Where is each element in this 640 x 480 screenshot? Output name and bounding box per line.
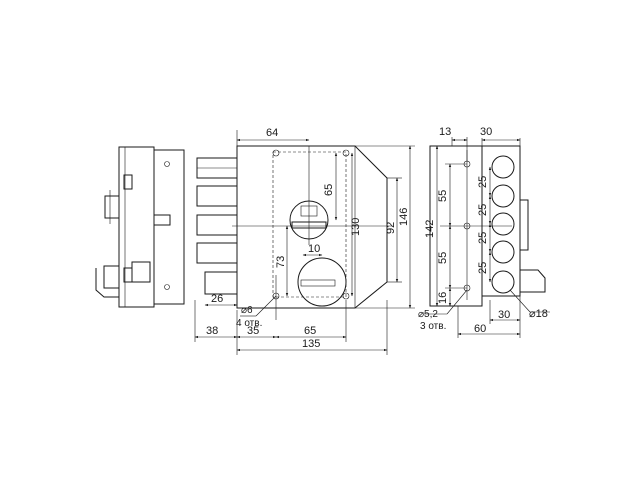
end-hole-count-label: 3 отв.	[420, 321, 446, 332]
dim-38: 38	[206, 325, 218, 337]
dim-10: 10	[308, 243, 320, 255]
dim-35: 35	[247, 325, 259, 337]
dim-142: 142	[424, 220, 436, 238]
hole-count-label: 4 отв.	[236, 318, 262, 329]
dim-135: 135	[302, 338, 320, 350]
dim-65-vertical: 65	[323, 184, 335, 196]
bolt-diameter-label: ⌀18	[529, 308, 548, 320]
end-hole-diameter-label: ⌀5,2	[418, 309, 438, 320]
dim-26: 26	[211, 293, 223, 305]
dim-25-2: 25	[477, 204, 489, 216]
dim-25-4: 25	[477, 262, 489, 274]
dim-55-lower: 55	[437, 252, 449, 264]
dim-25-3: 25	[477, 232, 489, 244]
dim-146: 146	[398, 208, 410, 226]
hole-diameter-label: ⌀6	[241, 305, 253, 316]
dim-64: 64	[266, 127, 278, 139]
dim-92: 92	[385, 222, 397, 234]
end-view-dimensions	[423, 137, 550, 338]
side-view	[95, 146, 185, 308]
end-view	[429, 138, 546, 307]
dim-13: 13	[439, 126, 451, 138]
dim-16: 16	[437, 292, 449, 304]
dim-30-bottom: 30	[498, 309, 510, 321]
front-view	[196, 145, 392, 320]
dim-60: 60	[474, 323, 486, 335]
dim-65-horizontal: 65	[304, 325, 316, 337]
dim-73: 73	[275, 256, 287, 268]
dim-25-1: 25	[477, 176, 489, 188]
dim-30-top: 30	[480, 126, 492, 138]
dim-130: 130	[350, 218, 362, 236]
dim-55-upper: 55	[437, 190, 449, 202]
front-dimensions	[194, 130, 415, 355]
